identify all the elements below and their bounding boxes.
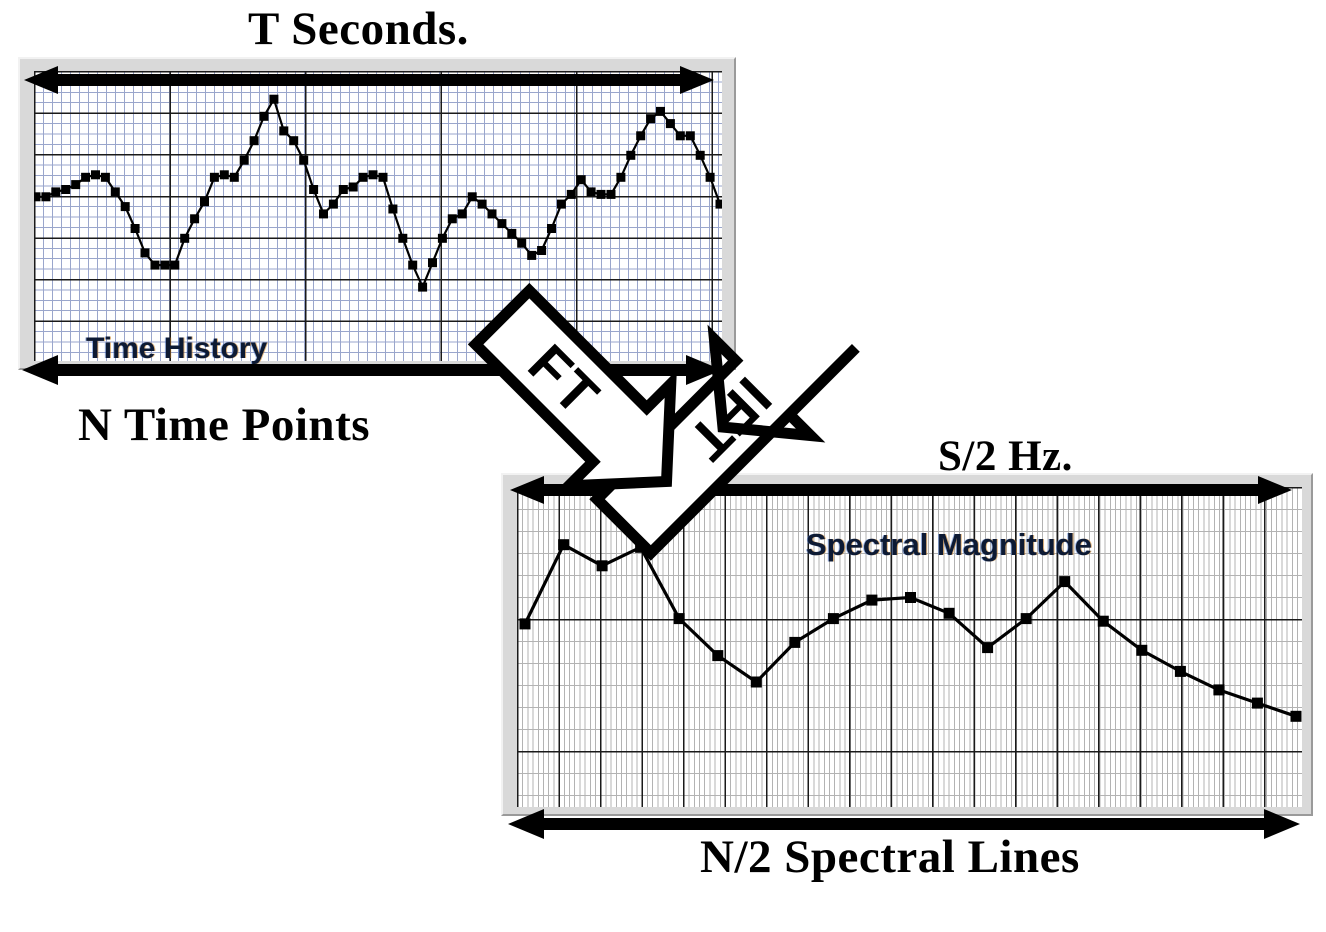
time-history-label: Time History xyxy=(86,332,268,365)
spectral-magnitude-label: Spectral Magnitude xyxy=(806,527,1092,562)
spectral-magnitude-series xyxy=(519,539,1302,722)
time-history-series xyxy=(34,94,722,292)
caption-s2-hz: S/2 Hz. xyxy=(938,433,1073,480)
transform-arrows-group: IFT FT xyxy=(467,282,860,561)
caption-n-time-points: N Time Points xyxy=(78,399,371,451)
t-seconds-dimension-arrow xyxy=(24,66,714,94)
caption-n2-spectral-lines: N/2 Spectral Lines xyxy=(700,831,1080,883)
caption-t-seconds: T Seconds. xyxy=(248,3,469,55)
n2-spectral-lines-dimension-arrow xyxy=(508,809,1300,839)
